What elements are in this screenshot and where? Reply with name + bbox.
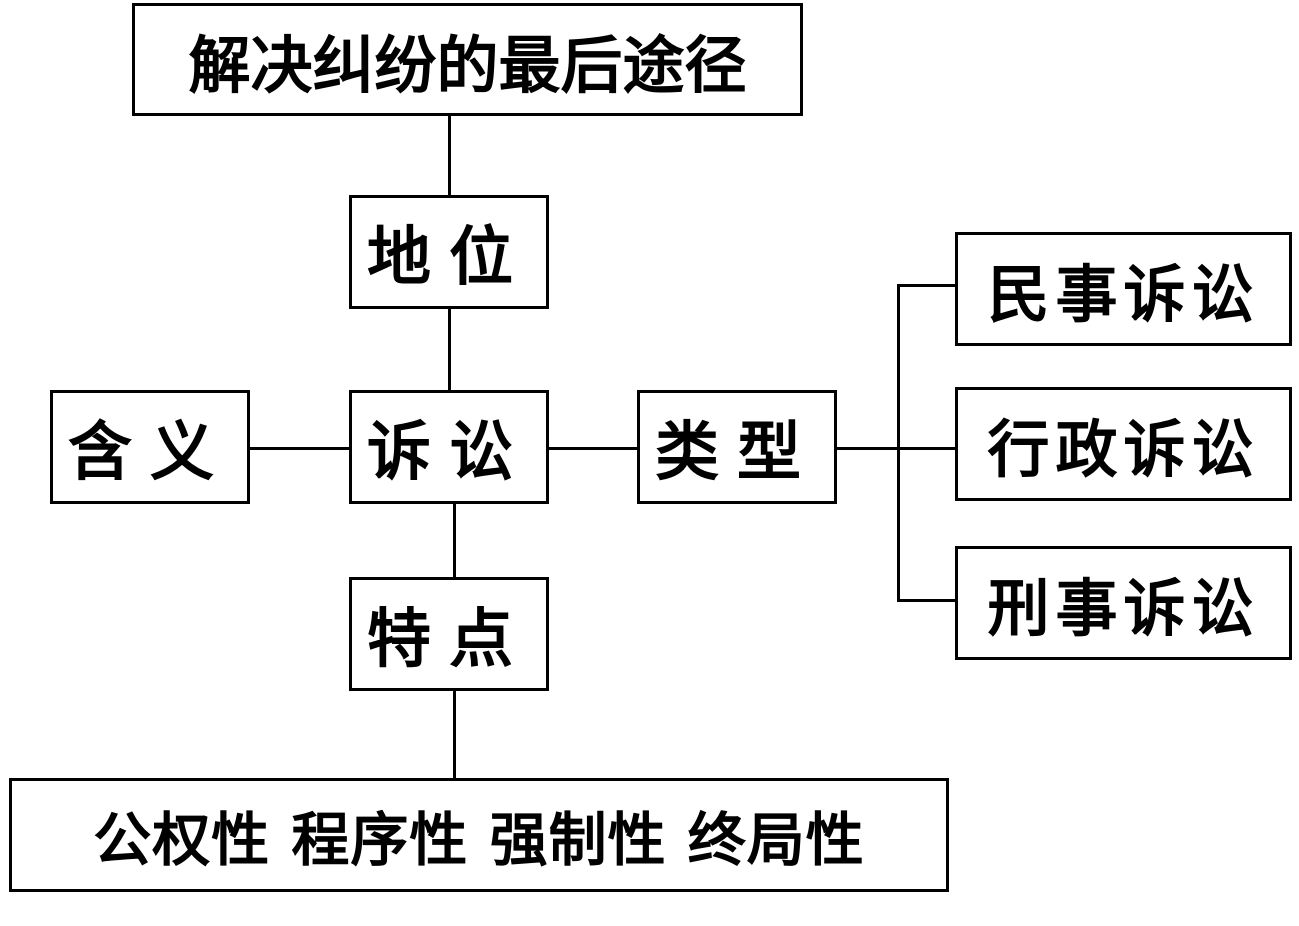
connector-features-bottom [453,689,456,780]
status-box: 地位 [349,195,549,309]
type-civil-label: 民事诉讼 [987,258,1260,331]
type-admin-label: 行政诉讼 [987,413,1260,486]
status-box-label: 地位 [367,220,531,295]
connector-types-vertical [897,284,900,602]
connector-type-admin [897,447,957,450]
connector-meaning-center [248,447,351,450]
type-criminal-label: 刑事诉讼 [987,572,1260,645]
center-box-label: 诉讼 [367,415,531,490]
center-box: 诉讼 [349,390,549,504]
features-box-label: 特点 [367,602,531,677]
connector-center-features [453,502,456,579]
title-box-label: 解决纠纷的最后途径 [188,28,747,102]
type-admin-box: 行政诉讼 [955,387,1292,501]
type-criminal-box: 刑事诉讼 [955,546,1292,660]
features-list-label: 公权性 程序性 强制性 终局性 [93,806,865,874]
connector-type-criminal [897,599,957,602]
meaning-box-label: 含义 [68,415,232,490]
meaning-box: 含义 [50,390,250,504]
types-box-label: 类型 [655,415,819,490]
type-civil-box: 民事诉讼 [955,232,1292,346]
types-box: 类型 [637,390,837,504]
title-box: 解决纠纷的最后途径 [132,3,803,116]
connector-status-center [448,307,451,392]
connector-type-civil [897,284,957,287]
features-box: 特点 [349,577,549,691]
features-list-box: 公权性 程序性 强制性 终局性 [9,778,949,892]
connector-center-types [546,447,639,450]
connector-types-trunk [834,447,900,450]
connector-title-status [448,113,451,197]
